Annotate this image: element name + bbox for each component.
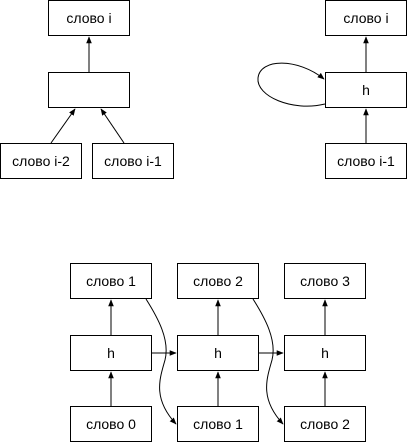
- b-output-box-1: [70, 263, 152, 299]
- b-output-box-2: [177, 263, 259, 299]
- b-input-box-2: [177, 406, 259, 442]
- tl-edge-left-to-hidden: [50, 108, 76, 144]
- b-hidden-label-1: h: [107, 345, 115, 361]
- b-output-label-2: слово 2: [193, 273, 243, 289]
- tr-hidden-box: [325, 72, 407, 108]
- diagram-top-left: слово i слово i-2 слово i-1: [0, 0, 174, 179]
- b-input-box-3: [284, 406, 366, 442]
- tr-output-label: слово i: [343, 10, 388, 26]
- b-hidden-label-2: h: [214, 345, 222, 361]
- b-hidden-label-3: h: [321, 345, 329, 361]
- tr-input-label: слово i-1: [337, 153, 395, 169]
- b-hidden-box-2: [177, 335, 259, 371]
- b-input-box-1: [70, 406, 152, 442]
- b-output-box-3: [284, 263, 366, 299]
- tl-output-label: слово i: [66, 10, 111, 26]
- tl-input-left-label: слово i-2: [12, 153, 70, 169]
- tr-output-box: [325, 0, 407, 36]
- tl-input-right-box: [92, 143, 174, 179]
- b-input-label-2: слово 1: [193, 416, 243, 432]
- tl-input-right-label: слово i-1: [104, 153, 162, 169]
- tl-output-box: [48, 0, 130, 36]
- b-edge-output2-to-input3: [252, 298, 284, 425]
- b-output-label-3: слово 3: [300, 273, 350, 289]
- diagram-top-right: слово i h слово i-1: [257, 0, 407, 179]
- b-hidden-box-1: [70, 335, 152, 371]
- tl-hidden-box: [48, 72, 130, 108]
- tr-self-loop-edge: [257, 62, 326, 107]
- b-hidden-box-3: [284, 335, 366, 371]
- tr-input-box: [325, 143, 407, 179]
- b-edge-output1-to-input2: [145, 298, 177, 425]
- b-output-label-1: слово 1: [86, 273, 136, 289]
- b-input-label-3: слово 2: [300, 416, 350, 432]
- b-input-label-1: слово 0: [86, 416, 136, 432]
- tl-edge-right-to-hidden: [100, 108, 125, 144]
- tr-hidden-label: h: [362, 82, 370, 98]
- diagram-bottom: слово 1 слово 2 слово 3 h h h слово 0 сл…: [70, 263, 366, 442]
- tl-input-left-box: [0, 143, 82, 179]
